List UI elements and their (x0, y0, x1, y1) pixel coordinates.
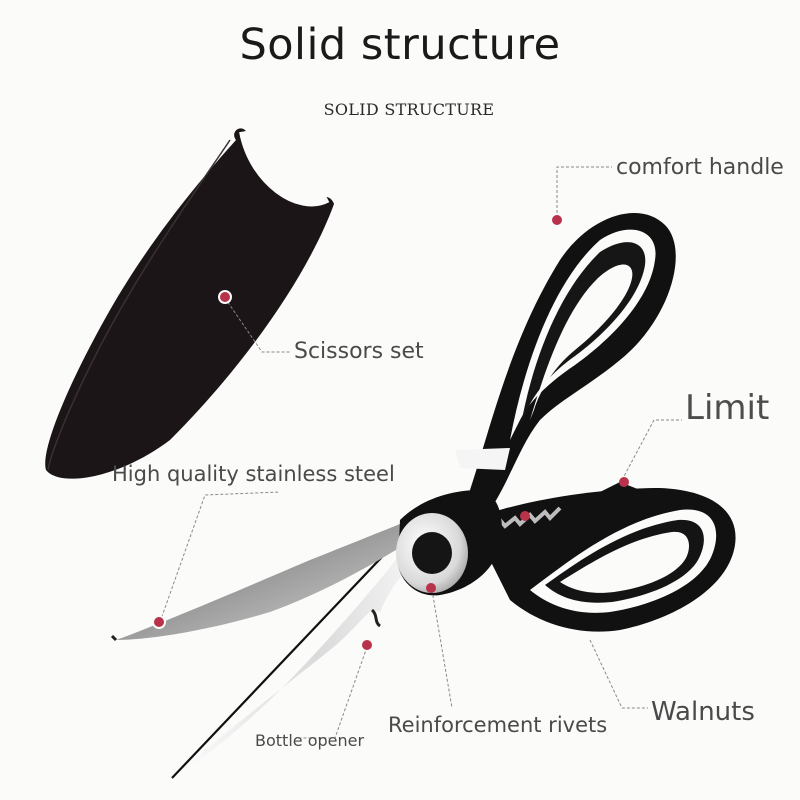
callout-limit: Limit (685, 388, 770, 428)
callout-stainless-steel: High quality stainless steel (112, 462, 395, 486)
pivot-assembly (396, 490, 502, 596)
upper-blade (110, 520, 412, 642)
marker-dot-icon (552, 215, 562, 225)
callout-scissors-set: Scissors set (294, 339, 424, 364)
scissors-sheath (45, 128, 335, 479)
page-title: Solid structure (239, 20, 561, 70)
callout-reinforcement-rivets: Reinforcement rivets (388, 713, 608, 737)
marker-dot-icon (520, 511, 530, 521)
page-subtitle: SOLID STRUCTURE (323, 100, 495, 119)
marker-dot-icon (220, 292, 230, 302)
marker-dots (152, 215, 629, 650)
leader-scissors-set (224, 297, 290, 353)
callout-comfort-handle: comfort handle (616, 155, 784, 180)
marker-dot-icon (362, 640, 372, 650)
leader-limit (621, 419, 682, 481)
lower-blade (171, 539, 412, 779)
lower-handle (470, 482, 736, 632)
leader-bottle-opener (298, 646, 368, 739)
marker-dot-icon (154, 617, 164, 627)
callout-walnuts: Walnuts (651, 697, 755, 727)
leader-walnuts (589, 639, 648, 709)
marker-dot-icon (619, 477, 629, 487)
upper-handle (455, 212, 676, 510)
leader-reinforcement-rivets (431, 589, 453, 709)
marker-dot-icon (426, 583, 436, 593)
leader-comfort-handle (556, 166, 612, 218)
callout-bottle-opener: Bottle opener (255, 731, 365, 750)
leader-lines (159, 166, 682, 739)
